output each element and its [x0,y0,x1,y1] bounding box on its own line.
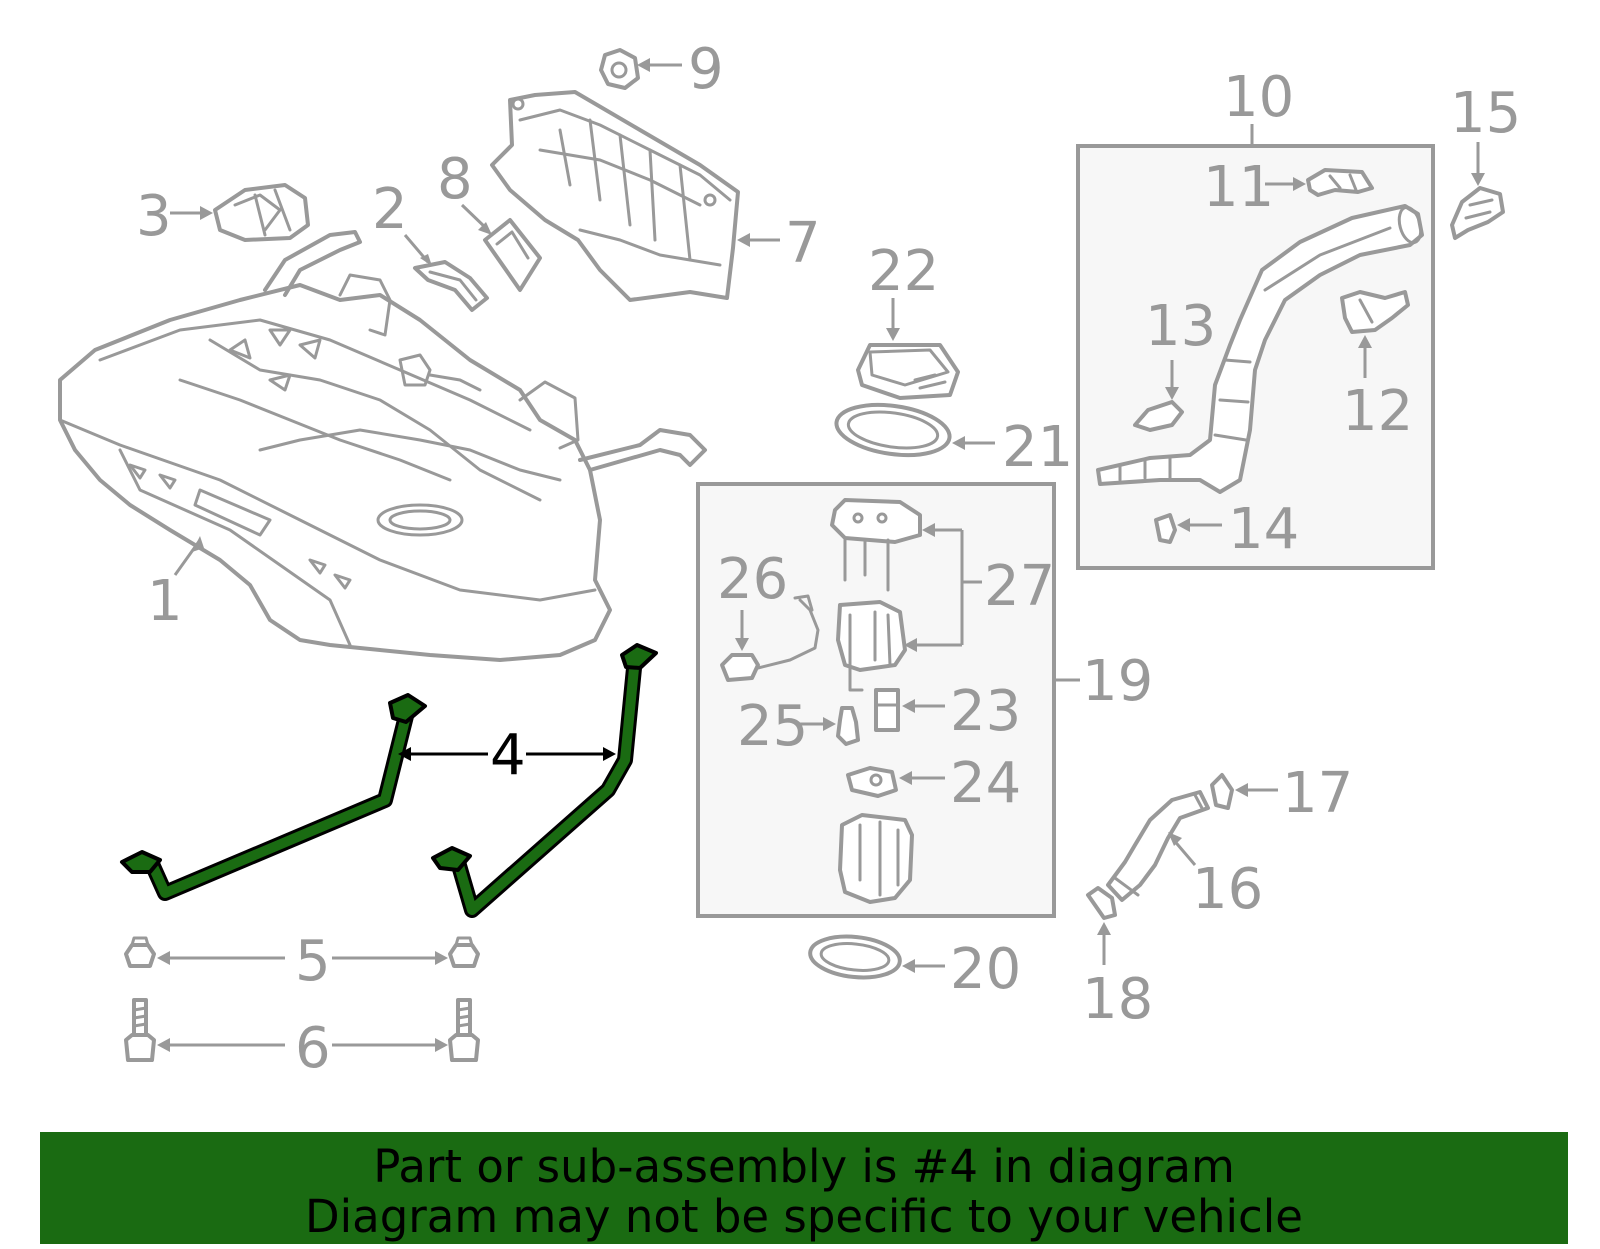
callout-12[interactable]: 12 [1342,379,1413,444]
callout-21[interactable]: 21 [1002,415,1073,480]
callout-7[interactable]: 7 [785,211,821,276]
callout-6[interactable]: 6 [295,1016,331,1081]
callout-14[interactable]: 14 [1228,497,1299,562]
leader-27 [912,528,982,647]
callout-26[interactable]: 26 [717,547,788,612]
part-11-bracket[interactable] [1306,168,1374,197]
part-6-bolt-right[interactable] [448,998,480,1062]
callout-25[interactable]: 25 [737,694,808,759]
part-3-cover[interactable] [213,183,310,242]
leader-16-arrow [1168,832,1182,846]
part-5-nut-right[interactable] [448,936,480,968]
leader-27-arrow-a [922,523,935,537]
part-5-nut-left[interactable] [124,936,156,968]
leader-9-arrow [637,58,650,72]
part-16-hose[interactable] [1106,790,1210,902]
part-18-clamp[interactable] [1086,886,1117,920]
callout-8[interactable]: 8 [437,147,473,212]
part-27-pump-module[interactable] [830,498,922,692]
part-12-bracket[interactable] [1340,290,1410,334]
part-22-cover-plate[interactable] [856,343,960,400]
callout-19[interactable]: 19 [1082,649,1153,714]
leader-4-right-arrow [603,747,616,761]
callout-17[interactable]: 17 [1282,761,1353,826]
leader-22-arrow [886,328,900,341]
part-23-filter[interactable] [874,688,900,732]
part-reservoir-cup[interactable] [838,813,914,904]
leader-6-right-arrow [435,1038,448,1052]
callout-23[interactable]: 23 [950,679,1021,744]
banner-line-2: Diagram may not be specific to your vehi… [305,1190,1303,1243]
part-1-fuel-tank[interactable] [58,230,707,662]
part-6-bolt-left[interactable] [124,998,156,1062]
part-7-heat-shield[interactable] [490,90,740,302]
leader-27-arrow-b [904,638,917,652]
part-15-cap[interactable] [1450,186,1505,240]
callout-24[interactable]: 24 [950,751,1021,816]
callout-18[interactable]: 18 [1082,967,1153,1032]
callout-15[interactable]: 15 [1450,81,1521,146]
callout-16[interactable]: 16 [1192,857,1263,922]
leader-20-arrow [902,959,915,973]
leader-5-right-arrow [435,951,448,965]
leader-18-arrow [1097,922,1111,935]
leader-15-arrow [1471,173,1485,186]
leader-13-arrow [1165,387,1179,400]
callout-27[interactable]: 27 [984,554,1055,619]
part-14-clip[interactable] [1154,513,1177,544]
callout-11[interactable]: 11 [1203,155,1274,220]
part-4-fuel-tank-strap-right[interactable] [431,643,658,918]
callout-13[interactable]: 13 [1145,294,1216,359]
part-20-gasket[interactable] [808,932,902,981]
leader-6-left-arrow [157,1038,170,1052]
leader-7-arrow [737,233,750,247]
callout-10[interactable]: 10 [1223,65,1294,130]
leader-4-left-arrow [398,747,411,761]
callout-3[interactable]: 3 [136,184,172,249]
part-25-regulator[interactable] [836,706,860,746]
leader-17-arrow [1235,783,1248,797]
leader-11-arrow [1293,177,1306,191]
leader-5-left-arrow [157,951,170,965]
callout-22[interactable]: 22 [868,239,939,304]
leader-2-arrow [420,254,432,266]
leader-3-arrow [200,206,213,220]
leader-1-arrow [192,536,204,552]
leader-8-arrow [478,222,492,235]
part-8-pad[interactable] [483,218,542,292]
callout-9[interactable]: 9 [688,37,724,102]
callout-2[interactable]: 2 [372,177,408,242]
leader-25-arrow [823,717,836,731]
callout-1[interactable]: 1 [147,569,183,634]
leader-14-arrow [1177,518,1190,532]
part-2-pad[interactable] [413,260,489,312]
callout-4[interactable]: 4 [490,723,526,788]
callout-20[interactable]: 20 [950,937,1021,1002]
part-24-sender[interactable] [846,766,898,798]
leader-24-arrow [899,771,912,785]
leader-23-arrow [902,699,915,713]
info-banner: Part or sub-assembly is #4 in diagram Di… [40,1132,1568,1244]
callout-5[interactable]: 5 [295,929,331,994]
part-10-filler-neck[interactable] [1096,204,1424,494]
part-17-clamp[interactable] [1210,773,1234,810]
leader-26-arrow [735,638,749,651]
part-13-clip[interactable] [1133,400,1184,432]
leader-21-arrow [952,436,965,450]
banner-line-1: Part or sub-assembly is #4 in diagram [373,1140,1235,1193]
leader-12-arrow [1358,335,1372,348]
part-26-harness[interactable] [720,594,820,682]
part-21-gasket[interactable] [833,398,953,461]
part-9-nut[interactable] [599,48,640,90]
part-4-fuel-tank-strap-left[interactable] [120,693,427,901]
